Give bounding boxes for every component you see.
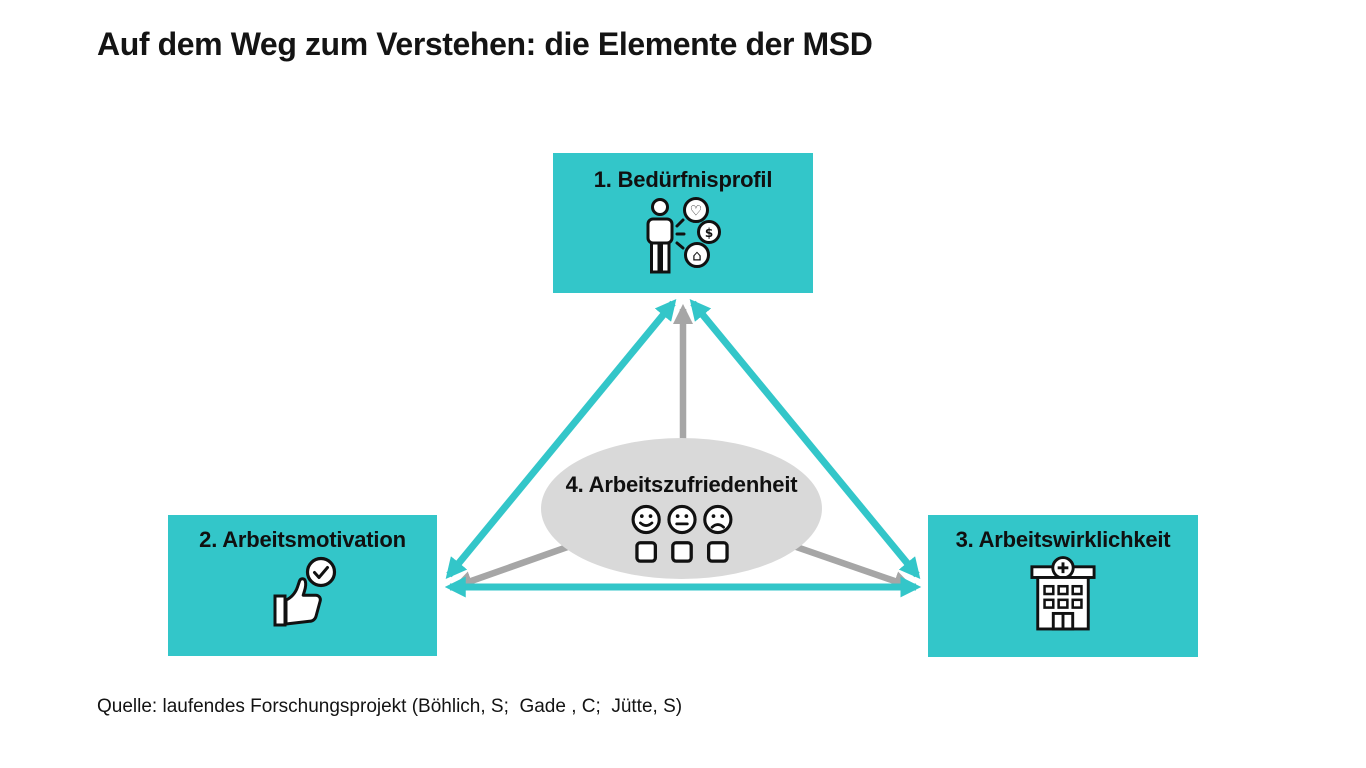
person-needs-icon: ♡ $ ⌂ — [646, 197, 721, 274]
node-label: 3. Arbeitswirklichkeit — [955, 527, 1171, 552]
thumbs-up-check-icon — [273, 557, 336, 627]
teal-arrow-left-top — [445, 298, 677, 580]
node-arbeitsmotivation: 2. Arbeitsmotivation — [168, 515, 437, 656]
hospital-building-icon — [1030, 556, 1096, 631]
slide-title: Auf dem Weg zum Verstehen: die Elemente … — [97, 26, 873, 62]
node-beduerfnisprofil: 1. Bedürfnisprofil ♡ $ ⌂ — [553, 153, 813, 293]
house-glyph: ⌂ — [692, 247, 702, 265]
node-label: 4. Arbeitszufriedenheit — [565, 472, 798, 497]
source-note: Quelle: laufendes Forschungsprojekt (Böh… — [97, 696, 683, 717]
heart-glyph: ♡ — [690, 204, 703, 220]
node-arbeitszufriedenheit: 4. Arbeitszufriedenheit — [541, 438, 822, 579]
teal-arrow-top-right — [689, 298, 921, 580]
node-arbeitswirklichkeit: 3. Arbeitswirklichkeit — [928, 515, 1198, 657]
node-label: 1. Bedürfnisprofil — [593, 167, 773, 192]
node-label: 2. Arbeitsmotivation — [199, 527, 406, 552]
satisfaction-faces-icon — [631, 505, 732, 564]
dollar-glyph: $ — [705, 226, 713, 240]
